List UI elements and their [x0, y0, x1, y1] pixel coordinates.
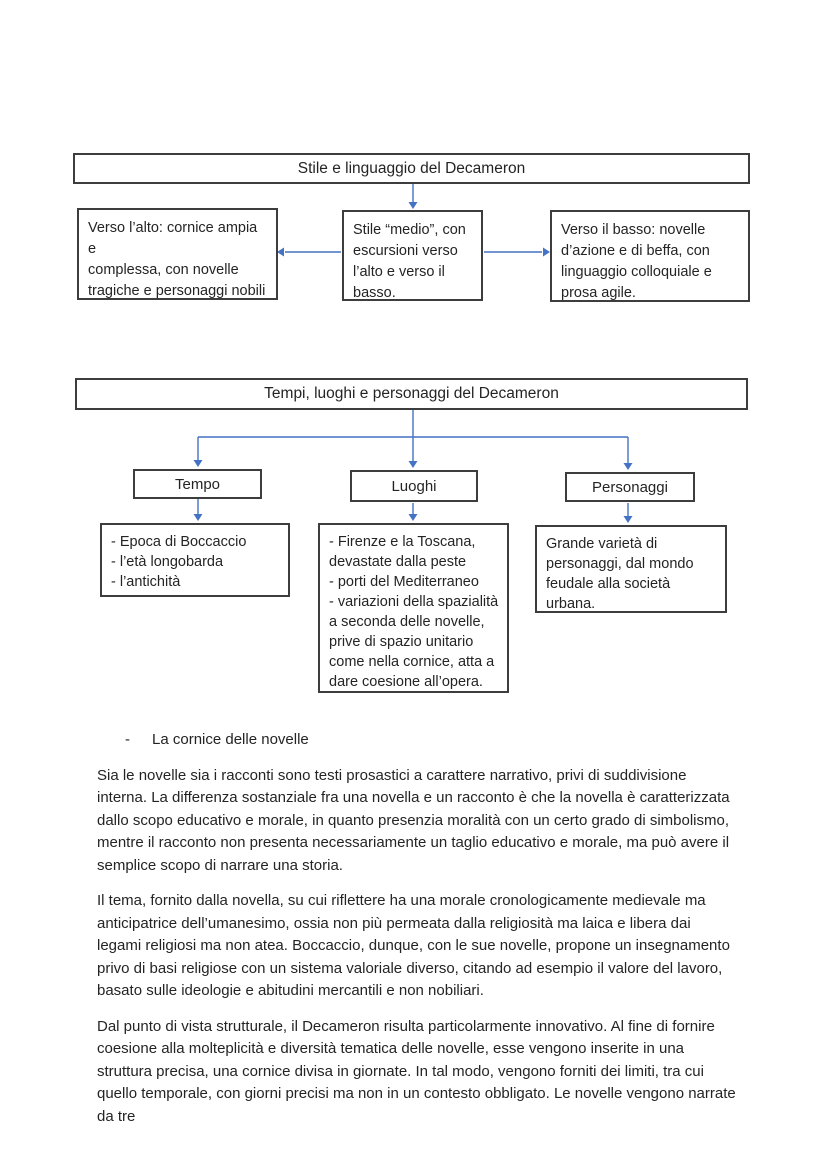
label-box-luoghi: Luoghi [350, 470, 478, 502]
label-personaggi: Personaggi [592, 478, 668, 496]
label-tempo: Tempo [174, 475, 221, 493]
bullet-heading: - La cornice delle novelle [97, 729, 737, 752]
diagram-stile-title-box: Stile e linguaggio del Decameron [73, 153, 750, 184]
paragraph-tema-morale: Il tema, fornito dalla novella, su cui r… [97, 892, 730, 999]
flow-box-verso-alto: Verso l’alto: cornice ampia e complessa,… [77, 208, 278, 300]
content-box-tempo: - Epoca di Boccaccio - l’età longobarda … [100, 523, 290, 597]
content-box-luoghi: - Firenze e la Toscana, devastate dalla … [318, 523, 509, 693]
label-box-personaggi: Personaggi [565, 472, 695, 502]
diagram-tempi-title: Tempi, luoghi e personaggi del Decameron [264, 385, 559, 402]
label-box-tempo: Tempo [133, 469, 262, 499]
diagram-tempi-title-box: Tempi, luoghi e personaggi del Decameron [75, 378, 748, 410]
flow-box-stile-medio: Stile “medio”, con escursioni verso l’al… [342, 210, 483, 301]
paragraph-struttura: Dal punto di vista strutturale, il Decam… [97, 1017, 736, 1125]
text-section: - La cornice delle novelle Sia le novelle… [97, 729, 737, 1141]
bullet-dash: - [125, 731, 130, 748]
bullet-label: La cornice delle novelle [152, 731, 309, 748]
content-box-personaggi: Grande varietà di personaggi, dal mondo … [535, 525, 727, 613]
paragraph-novelle-racconti: Sia le novelle sia i racconti sono testi… [97, 766, 730, 874]
label-luoghi: Luoghi [391, 477, 437, 495]
flow-box-verso-basso: Verso il basso: novelle d’azione e di be… [550, 210, 750, 302]
diagram-stile-title: Stile e linguaggio del Decameron [297, 159, 526, 177]
